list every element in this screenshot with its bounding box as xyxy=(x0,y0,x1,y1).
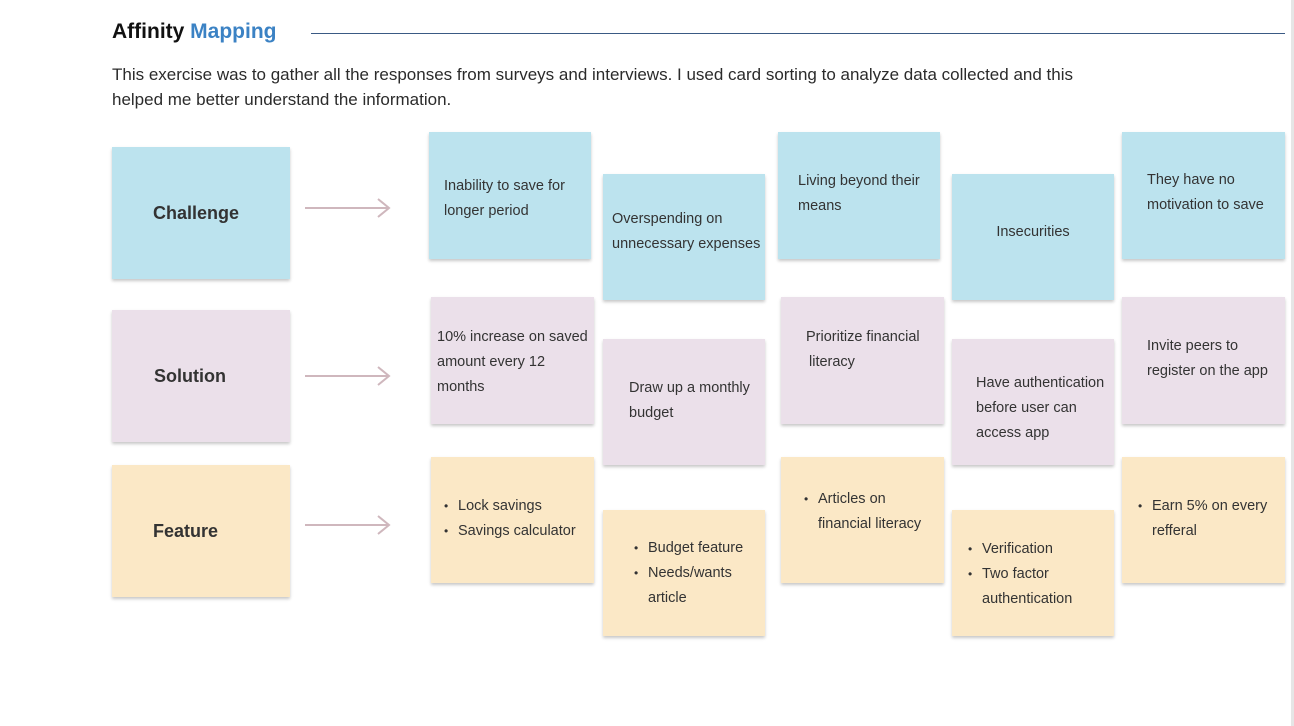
feature-note: Verification Two factor authentication xyxy=(952,510,1114,636)
label-solution-text: Solution xyxy=(154,365,226,386)
title-divider xyxy=(311,33,1285,34)
challenge-note: Living beyond their means xyxy=(778,132,940,259)
title-accent: Mapping xyxy=(190,20,277,43)
solution-note: Draw up a monthly budget xyxy=(603,339,765,465)
page-title: Affinity Mapping xyxy=(112,20,277,44)
label-solution: Solution xyxy=(112,310,290,442)
feature-note: Lock savings Savings calculator xyxy=(431,457,594,583)
feature-list: Budget feature Needs/wants article xyxy=(634,536,761,611)
list-item: Articles on financial literacy xyxy=(804,487,940,537)
list-item: Earn 5% on every refferal xyxy=(1138,494,1281,544)
list-item: Needs/wants article xyxy=(634,561,761,611)
challenge-note: Inability to save for longer period xyxy=(429,132,591,259)
feature-list: Verification Two factor authentication xyxy=(968,537,1110,612)
feature-note: Earn 5% on every refferal xyxy=(1122,457,1285,583)
feature-note: Articles on financial literacy xyxy=(781,457,944,583)
list-item: Budget feature xyxy=(634,536,761,561)
feature-list: Articles on financial literacy xyxy=(804,487,940,537)
title-primary: Affinity xyxy=(112,20,185,43)
solution-note: 10% increase on saved amount every 12 mo… xyxy=(431,297,594,424)
intro-text: This exercise was to gather all the resp… xyxy=(112,65,1073,109)
solution-note: Prioritize financial literacy xyxy=(781,297,944,424)
solution-note: Invite peers to register on the app xyxy=(1122,297,1285,424)
solution-note: Have authentication before user can acce… xyxy=(952,339,1114,465)
right-edge-rule xyxy=(1291,0,1294,726)
arrow-right-icon xyxy=(305,366,391,386)
feature-note: Budget feature Needs/wants article xyxy=(603,510,765,636)
list-item: Lock savings xyxy=(444,494,590,519)
list-item: Savings calculator xyxy=(444,519,590,544)
feature-list: Earn 5% on every refferal xyxy=(1138,494,1281,544)
challenge-note: Insecurities xyxy=(952,174,1114,300)
arrow-right-icon xyxy=(305,515,391,535)
feature-list: Lock savings Savings calculator xyxy=(444,494,590,544)
label-challenge-text: Challenge xyxy=(153,202,240,223)
challenge-note: Overspending on unnecessary expenses xyxy=(603,174,765,300)
label-feature-text: Feature xyxy=(153,520,219,541)
label-challenge: Challenge xyxy=(112,147,290,279)
arrow-right-icon xyxy=(305,198,391,218)
list-item: Verification xyxy=(968,537,1110,562)
challenge-note: They have no motivation to save xyxy=(1122,132,1285,259)
label-feature: Feature xyxy=(112,465,290,597)
list-item: Two factor authentication xyxy=(968,562,1110,612)
